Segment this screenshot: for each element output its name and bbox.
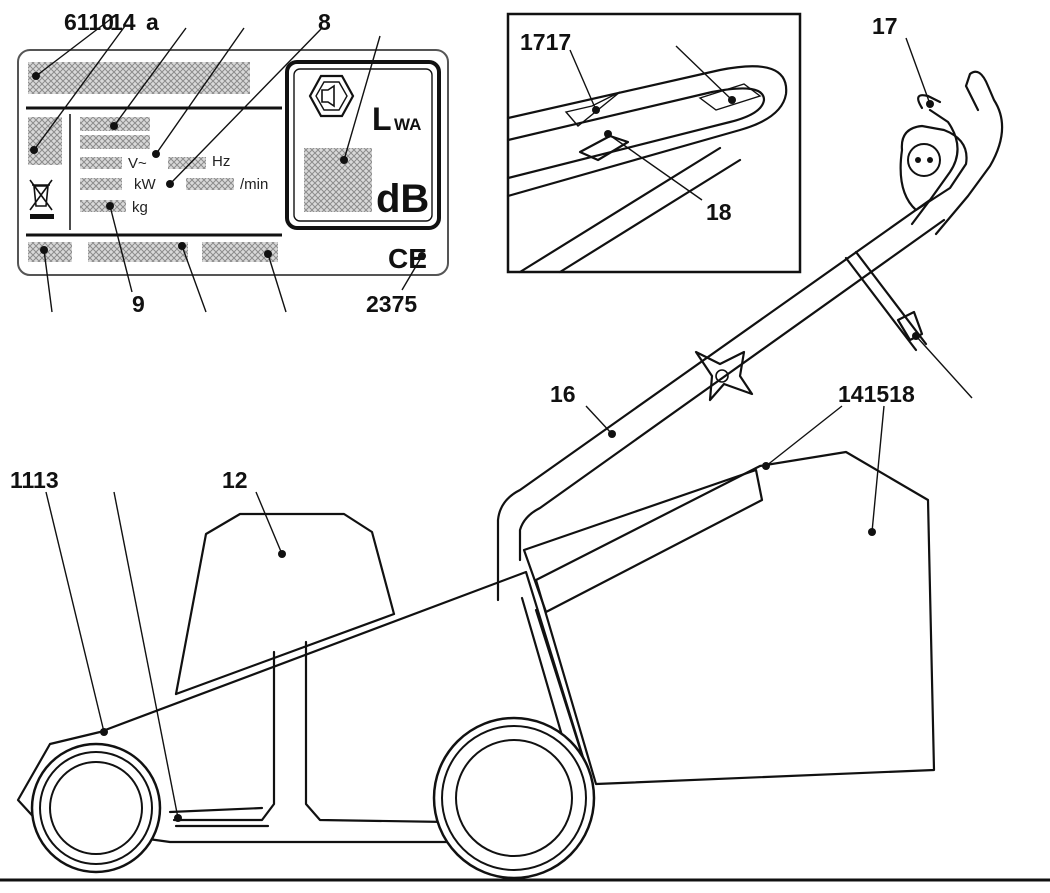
callout-bar-16: 16: [550, 381, 576, 407]
plate-field-speed: [186, 178, 234, 190]
plate-field-left: [28, 117, 62, 165]
callout-deck-1113: 1113: [10, 467, 59, 493]
handle-detail-inset: 1717 18: [506, 12, 802, 274]
frequency-unit: Hz: [212, 153, 230, 170]
plate-field-frequency: [168, 157, 206, 169]
front-wheel: [30, 742, 162, 874]
callout-plate-9: 9: [132, 291, 145, 317]
sound-label-sub: WA: [394, 115, 421, 134]
plate-field-power: [80, 178, 122, 190]
callout-plate-top-left: 6110: [64, 9, 114, 35]
mower-leaders: [45, 37, 973, 822]
plate-field-bottom-3: [202, 242, 278, 262]
callout-handle-17: 17: [872, 13, 898, 39]
callout-plate-8: 8: [318, 9, 331, 35]
sound-unit: dB: [376, 177, 429, 221]
plate-field-bottom-2: [88, 242, 188, 262]
callout-inset-1717: 1717: [520, 29, 571, 55]
plate-field-model-2: [80, 135, 150, 149]
rear-wheel: [432, 716, 596, 880]
plate-leaders: [30, 17, 426, 313]
plate-field-bottom-1: [28, 242, 72, 262]
callout-plate-top-overlap: 14: [110, 9, 136, 35]
rating-plate: V~ Hz kW /min kg L WA dB CE: [17, 9, 449, 317]
grass-bag: [534, 450, 936, 786]
sound-power-panel: [285, 60, 441, 230]
plate-field-mass: [80, 200, 126, 212]
plate-field-top: [28, 62, 250, 94]
sound-label-main: L: [372, 101, 392, 137]
callout-plate-2375: 2375: [366, 291, 417, 317]
handle-bar: [496, 198, 932, 602]
sound-value-field: [304, 148, 372, 212]
mass-unit: kg: [132, 199, 148, 216]
weee-bin-icon: [29, 179, 54, 219]
callout-inset-18: 18: [706, 199, 732, 225]
callout-plate-top-suffix: a: [146, 9, 159, 35]
power-unit: kW: [134, 176, 157, 193]
callout-bag-141518: 141518: [838, 381, 915, 407]
ear-protection-icon: [308, 74, 355, 118]
plate-field-voltage: [80, 157, 122, 169]
voltage-unit: V~: [128, 155, 147, 172]
motor-housing: [174, 512, 396, 696]
callout-motor-12: 12: [222, 467, 248, 493]
speed-unit: /min: [240, 176, 268, 193]
handle-clamp-knob: [694, 350, 754, 402]
mower-drawing: 17 16 141518 1113 12: [0, 13, 1050, 882]
